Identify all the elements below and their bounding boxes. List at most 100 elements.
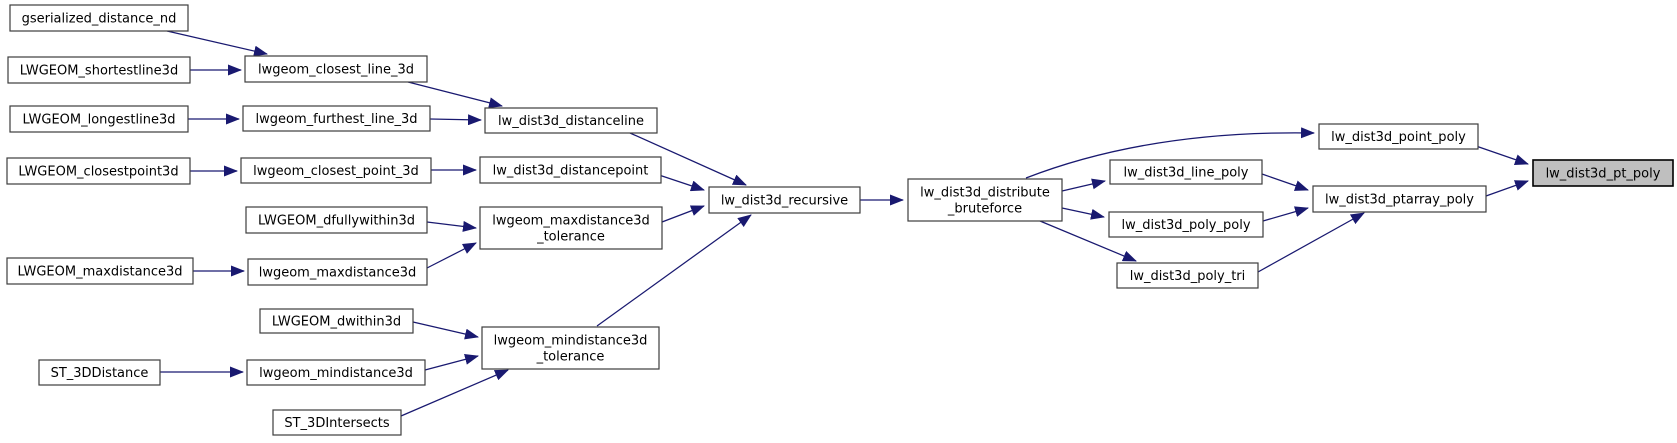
node-label-lwgeom_mindistance3d_tolerance-line2: _tolerance [536, 350, 605, 365]
node-label-lwgeom_mindistance3d: lwgeom_mindistance3d [259, 366, 413, 381]
node-box-LWGEOM_closestpoint3d[interactable] [6, 157, 191, 185]
node-lw_dist3d_ptarray_poly[interactable]: lw_dist3d_ptarray_poly [1312, 185, 1487, 213]
node-box-lwgeom_closest_point_3d[interactable] [240, 157, 432, 184]
node-label-lwgeom_furthest_line_3d: lwgeom_furthest_line_3d [256, 112, 418, 127]
node-label-lwgeom_maxdistance3d_tolerance-line1: lwgeom_maxdistance3d [492, 214, 650, 229]
edge-lwgeom_maxdistance3d_tolerance--lw_dist3d_recursive [661, 205, 705, 223]
edge-lw_dist3d_distancepoint--lw_dist3d_recursive [658, 174, 705, 192]
node-lw_dist3d_poly_poly[interactable]: lw_dist3d_poly_poly [1108, 211, 1264, 238]
node-label-lw_dist3d_ptarray_poly: lw_dist3d_ptarray_poly [1325, 193, 1474, 208]
node-box-lw_dist3d_point_poly[interactable] [1318, 123, 1479, 150]
node-LWGEOM_shortestline3d[interactable]: LWGEOM_shortestline3d [7, 56, 191, 84]
node-box-lw_dist3d_ptarray_poly[interactable] [1312, 185, 1487, 213]
node-lwgeom_furthest_line_3d[interactable]: lwgeom_furthest_line_3d [242, 105, 431, 132]
node-label-LWGEOM_dwithin3d: LWGEOM_dwithin3d [272, 315, 401, 330]
node-lw_dist3d_recursive[interactable]: lw_dist3d_recursive [708, 186, 861, 214]
edge-lwgeom_closest_line_3d--lw_dist3d_distanceline [407, 81, 503, 109]
node-lwgeom_closest_line_3d[interactable]: lwgeom_closest_line_3d [244, 55, 428, 83]
node-box-lw_dist3d_distancepoint[interactable] [479, 156, 662, 184]
nodes-layer: gserialized_distance_ndLWGEOM_shortestli… [6, 4, 1674, 436]
node-lw_dist3d_point_poly[interactable]: lw_dist3d_point_poly [1318, 123, 1479, 150]
node-box-gserialized_distance_nd[interactable] [9, 4, 189, 32]
node-LWGEOM_longestline3d[interactable]: LWGEOM_longestline3d [9, 105, 189, 133]
node-label-ST_3DDistance: ST_3DDistance [51, 366, 149, 381]
node-box-ST_3DIntersects[interactable] [272, 409, 402, 436]
node-LWGEOM_closestpoint3d[interactable]: LWGEOM_closestpoint3d [6, 157, 191, 185]
node-lw_dist3d_poly_tri[interactable]: lw_dist3d_poly_tri [1116, 262, 1259, 289]
node-label-lw_dist3d_distribute_bruteforce-line2: _bruteforce [947, 202, 1022, 217]
edge-lw_dist3d_distribute_bruteforce--lw_dist3d_poly_poly [1061, 207, 1105, 220]
node-label-lw_dist3d_line_poly: lw_dist3d_line_poly [1124, 166, 1249, 181]
edge-lw_dist3d_poly_tri--lw_dist3d_ptarray_poly [1257, 212, 1365, 273]
node-box-lwgeom_maxdistance3d[interactable] [247, 258, 428, 286]
node-box-LWGEOM_dwithin3d[interactable] [259, 308, 414, 334]
node-box-ST_3DDistance[interactable] [38, 359, 161, 386]
node-ST_3DIntersects[interactable]: ST_3DIntersects [272, 409, 402, 436]
edge-lwgeom_furthest_line_3d--lw_dist3d_distanceline [429, 114, 482, 126]
node-lwgeom_mindistance3d[interactable]: lwgeom_mindistance3d [246, 359, 426, 386]
edge-lw_dist3d_poly_poly--lw_dist3d_ptarray_poly [1262, 206, 1309, 222]
node-label-lwgeom_closest_line_3d: lwgeom_closest_line_3d [258, 63, 414, 78]
node-box-LWGEOM_maxdistance3d[interactable] [6, 257, 194, 285]
edge-lw_dist3d_distanceline--lw_dist3d_recursive [629, 132, 747, 186]
node-label-lwgeom_closest_point_3d: lwgeom_closest_point_3d [253, 164, 419, 179]
node-lw_dist3d_distancepoint[interactable]: lw_dist3d_distancepoint [479, 156, 662, 184]
node-label-lw_dist3d_point_poly: lw_dist3d_point_poly [1331, 130, 1466, 145]
node-LWGEOM_dfullywithin3d[interactable]: LWGEOM_dfullywithin3d [245, 206, 428, 234]
node-label-LWGEOM_maxdistance3d: LWGEOM_maxdistance3d [17, 265, 182, 280]
node-box-LWGEOM_dfullywithin3d[interactable] [245, 206, 428, 234]
node-box-lw_dist3d_poly_tri[interactable] [1116, 262, 1259, 289]
node-label-lw_dist3d_distanceline: lw_dist3d_distanceline [498, 114, 644, 129]
node-label-ST_3DIntersects: ST_3DIntersects [284, 416, 390, 431]
node-box-lw_dist3d_recursive[interactable] [708, 186, 861, 214]
node-box-lwgeom_mindistance3d[interactable] [246, 359, 426, 386]
node-lw_dist3d_pt_poly: lw_dist3d_pt_poly [1532, 159, 1674, 187]
node-lwgeom_closest_point_3d[interactable]: lwgeom_closest_point_3d [240, 157, 432, 184]
node-label-lw_dist3d_pt_poly: lw_dist3d_pt_poly [1546, 167, 1661, 182]
node-box-LWGEOM_longestline3d[interactable] [9, 105, 189, 133]
edge-ST_3DIntersects--lwgeom_mindistance3d_tolerance [400, 369, 509, 417]
node-box-lwgeom_furthest_line_3d[interactable] [242, 105, 431, 132]
node-label-LWGEOM_longestline3d: LWGEOM_longestline3d [22, 113, 175, 128]
node-lwgeom_mindistance3d_tolerance[interactable]: lwgeom_mindistance3d_tolerance [481, 326, 660, 370]
node-lwgeom_maxdistance3d[interactable]: lwgeom_maxdistance3d [247, 258, 428, 286]
node-lw_dist3d_distribute_bruteforce[interactable]: lw_dist3d_distribute_bruteforce [907, 178, 1063, 222]
node-box-lw_dist3d_distanceline[interactable] [484, 107, 658, 134]
node-label-LWGEOM_closestpoint3d: LWGEOM_closestpoint3d [18, 165, 178, 180]
node-lw_dist3d_distanceline[interactable]: lw_dist3d_distanceline [484, 107, 658, 134]
edge-lwgeom_mindistance3d_tolerance--lw_dist3d_recursive [596, 214, 752, 327]
node-box-lw_dist3d_line_poly[interactable] [1109, 159, 1263, 185]
edge-lw_dist3d_ptarray_poly--lw_dist3d_pt_poly [1485, 180, 1529, 197]
node-lwgeom_maxdistance3d_tolerance[interactable]: lwgeom_maxdistance3d_tolerance [479, 206, 663, 250]
node-label-lwgeom_maxdistance3d: lwgeom_maxdistance3d [259, 266, 417, 281]
edge-gserialized_distance_nd--lwgeom_closest_line_3d [166, 30, 268, 57]
node-label-LWGEOM_dfullywithin3d: LWGEOM_dfullywithin3d [258, 214, 415, 229]
edges-layer [160, 30, 1529, 417]
node-box-lwgeom_closest_line_3d[interactable] [244, 55, 428, 83]
node-box-LWGEOM_shortestline3d[interactable] [7, 56, 191, 84]
node-label-lwgeom_maxdistance3d_tolerance-line2: _tolerance [536, 230, 605, 245]
node-box-lwgeom_mindistance3d_tolerance[interactable] [481, 326, 660, 370]
node-label-gserialized_distance_nd: gserialized_distance_nd [22, 12, 177, 27]
edge-lw_dist3d_distribute_bruteforce--lw_dist3d_poly_tri [1039, 220, 1137, 262]
node-box-lw_dist3d_distribute_bruteforce[interactable] [907, 178, 1063, 222]
node-box-lw_dist3d_poly_poly[interactable] [1108, 211, 1264, 238]
edge-lw_dist3d_point_poly--lw_dist3d_pt_poly [1475, 145, 1529, 165]
edge-lwgeom_mindistance3d--lwgeom_mindistance3d_tolerance [424, 354, 479, 371]
node-lw_dist3d_line_poly[interactable]: lw_dist3d_line_poly [1109, 159, 1263, 185]
node-ST_3DDistance[interactable]: ST_3DDistance [38, 359, 161, 386]
edge-lw_dist3d_line_poly--lw_dist3d_ptarray_poly [1261, 173, 1309, 191]
node-box-lwgeom_maxdistance3d_tolerance[interactable] [479, 206, 663, 250]
edge-lwgeom_maxdistance3d--lwgeom_maxdistance3d_tolerance [426, 242, 477, 269]
node-label-lwgeom_mindistance3d_tolerance-line1: lwgeom_mindistance3d [494, 334, 648, 349]
node-label-lw_dist3d_distancepoint: lw_dist3d_distancepoint [493, 164, 649, 179]
node-label-lw_dist3d_poly_tri: lw_dist3d_poly_tri [1130, 269, 1246, 284]
edge-LWGEOM_dwithin3d--lwgeom_mindistance3d_tolerance [412, 321, 479, 340]
node-label-lw_dist3d_recursive: lw_dist3d_recursive [721, 194, 848, 209]
node-LWGEOM_dwithin3d[interactable]: LWGEOM_dwithin3d [259, 308, 414, 334]
edge-lw_dist3d_distribute_bruteforce--lw_dist3d_line_poly [1061, 178, 1106, 192]
node-gserialized_distance_nd[interactable]: gserialized_distance_nd [9, 4, 189, 32]
node-LWGEOM_maxdistance3d[interactable]: LWGEOM_maxdistance3d [6, 257, 194, 285]
